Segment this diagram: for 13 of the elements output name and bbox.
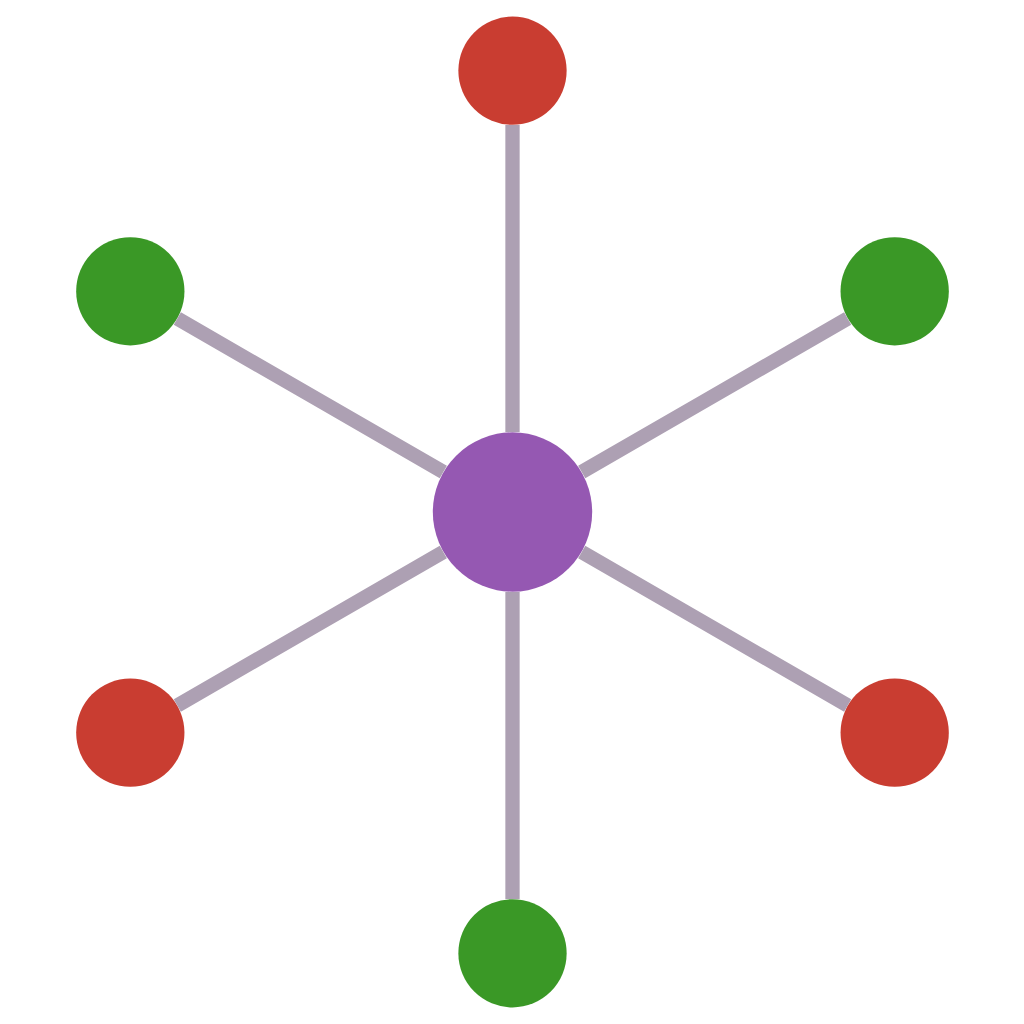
connector bbox=[577, 545, 851, 712]
node-circle bbox=[457, 899, 567, 1008]
connector bbox=[504, 124, 520, 433]
connector bbox=[504, 591, 520, 900]
node-circle bbox=[75, 237, 184, 346]
node-circle bbox=[432, 432, 592, 592]
node-circle bbox=[840, 237, 949, 346]
connector bbox=[173, 312, 447, 479]
connector bbox=[173, 545, 447, 712]
connector bbox=[577, 312, 851, 479]
node-circle bbox=[457, 16, 567, 125]
node-circle bbox=[75, 678, 184, 787]
node-circle bbox=[840, 678, 949, 787]
